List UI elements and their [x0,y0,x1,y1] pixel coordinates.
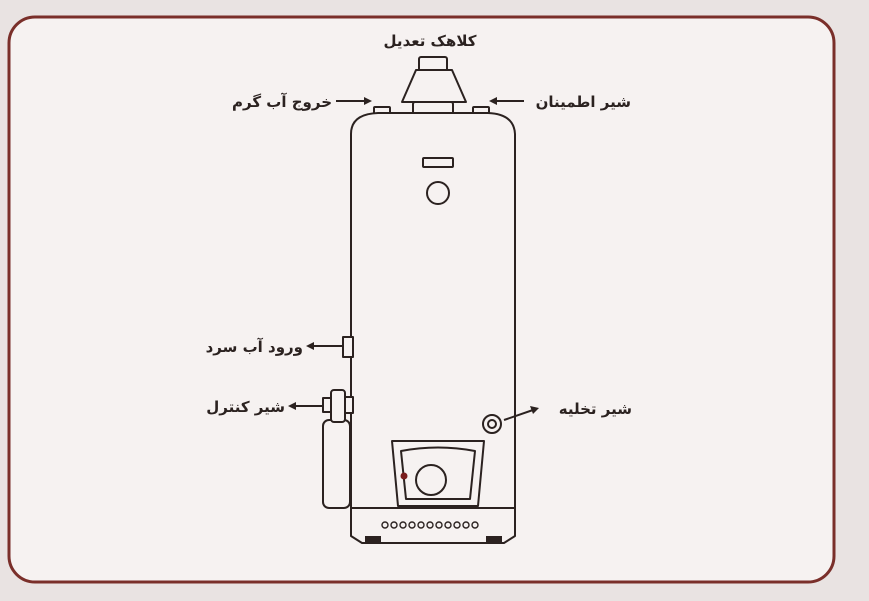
control-valve-assembly [322,389,354,509]
tank-body [350,112,516,509]
label-control-valve: شیر کنترل [206,398,285,416]
label-safety-valve: شیر اطمینان [536,93,631,111]
drain-valve-arrow [503,406,539,421]
hot-water-outlet-arrow [336,97,372,105]
control-valve-arrow [288,402,322,410]
label-cold-water-inlet: ورود آب سرد [206,338,303,356]
safety-valve-arrow [489,97,524,105]
thermometer-gauge [426,181,450,205]
label-hot-water-outlet: خروج آب گرم [232,93,332,111]
water-heater [322,56,516,544]
draft-hood [401,56,467,115]
pilot-indicator-dot [400,472,408,480]
cold-water-inlet-fitting [342,336,354,358]
label-drain-valve: شیر تخلیه [559,400,632,418]
burner-viewport [415,464,447,496]
label-draft-hood: کلاهک تعدیل [384,32,477,50]
nameplate [422,157,454,168]
vent-holes [381,521,479,529]
cold-water-inlet-arrow [306,342,342,350]
